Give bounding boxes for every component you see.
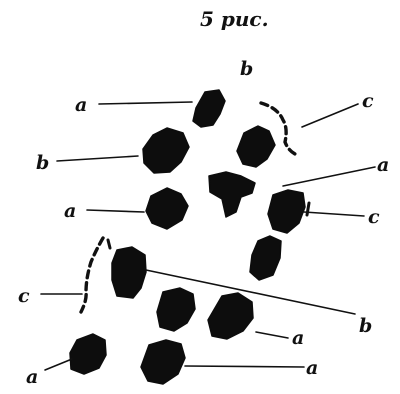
label-a: a bbox=[75, 94, 87, 116]
particle-blob bbox=[267, 189, 306, 234]
particle-blob bbox=[142, 127, 190, 174]
label-c: c bbox=[362, 90, 374, 112]
leader-line bbox=[184, 365, 305, 368]
particle-blob bbox=[69, 333, 107, 375]
leader-line bbox=[98, 101, 193, 105]
dashed-boundary bbox=[79, 236, 105, 314]
leader-line bbox=[255, 331, 289, 339]
leader-line bbox=[56, 155, 139, 162]
particle-blob bbox=[145, 187, 189, 230]
label-b: b bbox=[36, 152, 49, 174]
label-c: c bbox=[368, 206, 380, 228]
leader-line bbox=[86, 209, 145, 213]
leader-line bbox=[282, 166, 376, 187]
particle-blob bbox=[156, 287, 196, 332]
particle-blob bbox=[249, 235, 282, 281]
figure-caption: 5 рис. bbox=[200, 7, 269, 31]
label-a: a bbox=[292, 327, 304, 349]
leader-line bbox=[301, 103, 359, 128]
particle-blob bbox=[208, 171, 256, 218]
label-b: b bbox=[359, 315, 372, 337]
dashed-boundary bbox=[305, 201, 311, 217]
particle-blob bbox=[140, 339, 186, 385]
leader-line bbox=[303, 211, 365, 217]
particle-blob bbox=[192, 89, 226, 128]
label-a: a bbox=[64, 200, 76, 222]
leader-line bbox=[44, 358, 73, 371]
dashed-boundary bbox=[259, 101, 297, 156]
label-a: a bbox=[377, 154, 389, 176]
label-a: a bbox=[26, 366, 38, 388]
particle-blob bbox=[236, 125, 276, 168]
dashed-boundary bbox=[106, 238, 112, 250]
label-c: c bbox=[18, 285, 30, 307]
particle-blob bbox=[207, 292, 254, 340]
label-b: b bbox=[240, 58, 253, 80]
label-a: a bbox=[306, 357, 318, 379]
particle-blob bbox=[111, 246, 147, 299]
leader-line bbox=[145, 269, 356, 315]
